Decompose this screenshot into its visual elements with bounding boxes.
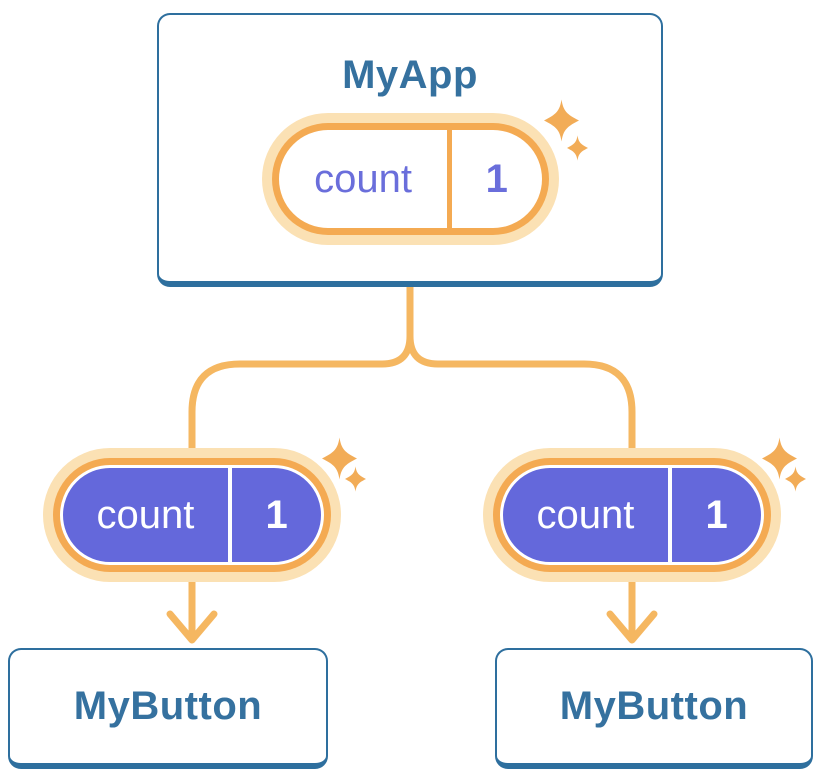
sparkle-icon-large xyxy=(544,99,579,142)
arrow-down-icon xyxy=(166,610,218,644)
pill-divider xyxy=(447,130,452,228)
sparkle-icon-small xyxy=(785,466,806,492)
state-pill-body: count 1 xyxy=(500,465,764,565)
sparkle-icon-small xyxy=(345,466,366,492)
branch-line-right xyxy=(406,274,636,640)
state-name: count xyxy=(96,492,195,537)
left-child-component-card: MyButton xyxy=(8,648,328,769)
state-pill-ring: count 1 xyxy=(272,123,549,235)
state-pill-right-child: count 1 xyxy=(483,448,781,582)
arrow-down-icon xyxy=(606,610,658,644)
state-pill-left-child: count 1 xyxy=(43,448,341,582)
state-name: count xyxy=(536,492,635,537)
state-name: count xyxy=(314,156,412,201)
state-value: 1 xyxy=(705,492,728,537)
component-title: MyApp xyxy=(342,53,478,97)
state-value: 1 xyxy=(265,492,288,537)
right-child-component-card: MyButton xyxy=(495,648,813,769)
state-pill-root: count 1 xyxy=(262,113,559,245)
component-title: MyButton xyxy=(73,684,263,728)
state-pill-body: count 1 xyxy=(60,465,324,565)
component-title: MyButton xyxy=(559,684,749,728)
state-value: 1 xyxy=(485,156,508,201)
state-pill-ring: count 1 xyxy=(53,458,331,572)
sparkle-icon-small xyxy=(567,135,588,161)
state-pill-ring: count 1 xyxy=(493,458,771,572)
pill-divider xyxy=(227,468,233,562)
sparkle-icon-large xyxy=(762,437,797,480)
state-pill-body: count 1 xyxy=(279,130,542,228)
pill-divider xyxy=(667,468,673,562)
sparkle-icon-large xyxy=(322,437,357,480)
branch-line-left xyxy=(188,274,414,640)
